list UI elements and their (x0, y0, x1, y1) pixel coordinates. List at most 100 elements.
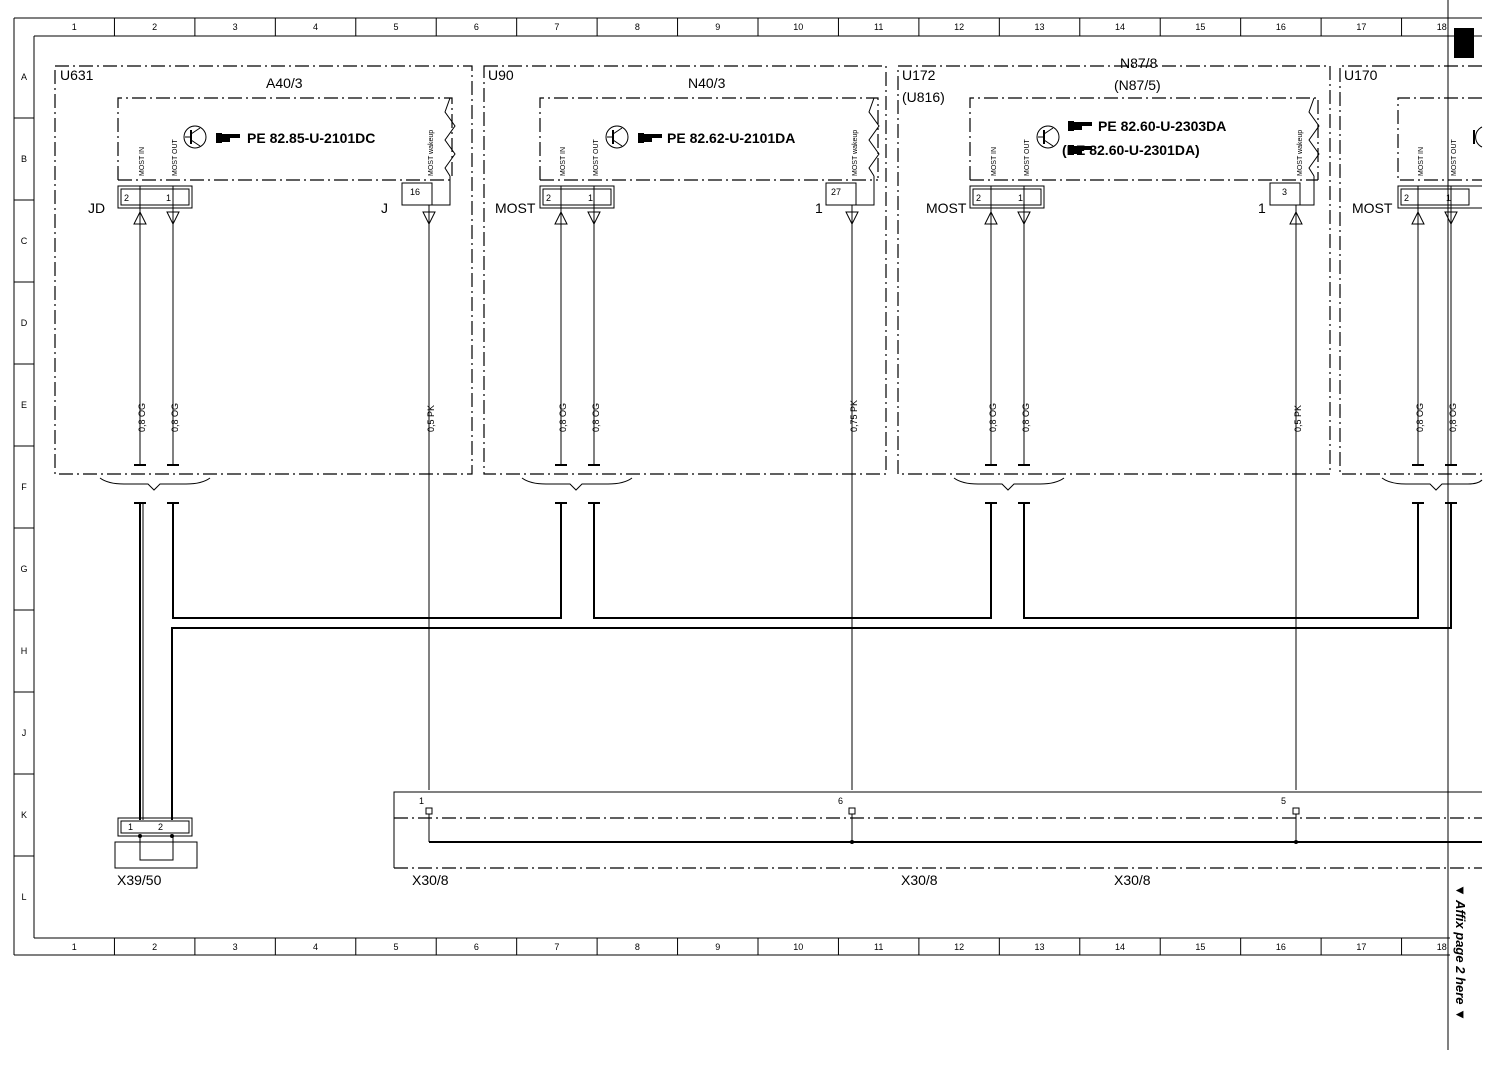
wire-spec: 0,8 OG (170, 403, 180, 432)
row-label: L (21, 892, 26, 902)
row-label: D (21, 318, 28, 328)
signal-most-out: MOST OUT (1024, 138, 1031, 176)
transistor-icon (183, 125, 207, 149)
module-ref-alt: (U816) (902, 89, 945, 105)
pe-reference: PE 82.62-U-2101DA (667, 130, 795, 146)
column-label: 16 (1276, 942, 1286, 952)
transistor-icon (605, 125, 629, 149)
most-out-arrow-icon (166, 211, 180, 226)
wire-spec: 0,5 PK (426, 405, 436, 432)
signal-most-wakeup: MOST wakeup (428, 130, 435, 176)
column-label: 3 (233, 942, 238, 952)
column-label: 15 (1195, 942, 1205, 952)
connector-ref: X30/8 (901, 872, 938, 888)
hand-pointer-icon (1068, 121, 1092, 131)
column-label: 15 (1195, 22, 1205, 32)
svg-text:2: 2 (1404, 193, 1409, 203)
wire-spec: 0,8 OG (1021, 403, 1031, 432)
wakeup-pin-box (401, 182, 433, 206)
module-box-u170 (1339, 65, 1482, 475)
wire-spec: 0,8 OG (988, 403, 998, 432)
column-label: 4 (313, 22, 318, 32)
column-label: 11 (874, 22, 883, 32)
svg-text:2: 2 (976, 193, 981, 203)
svg-text:16: 16 (410, 187, 420, 197)
signal-most-wakeup: MOST wakeup (852, 130, 859, 176)
row-label: C (21, 236, 28, 246)
component-boxes (117, 97, 1482, 181)
hand-pointer-icon (216, 133, 240, 143)
module-u90: U90 N40/3 MOST 1 PE 82.62-U-2101DA MOST … (488, 67, 880, 790)
column-label: 17 (1356, 22, 1366, 32)
module-ref: U90 (488, 67, 514, 83)
module-u631: U631 A40/3 JD J PE 82.85-U-2101DC MOST I… (60, 67, 456, 790)
wire-spec: 0,8 OG (1448, 403, 1458, 432)
most-in-arrow-icon (554, 210, 568, 225)
wakeup-arrow-icon (1289, 210, 1303, 225)
component-box-n40 (539, 97, 879, 180)
twisted-pair-brace (953, 477, 1065, 491)
wakeup-resistor-icon (444, 97, 456, 177)
svg-text:27: 27 (831, 187, 841, 197)
column-label: 12 (954, 942, 964, 952)
module-u170: U170 MOST MOST IN MOST OUT 2 1 0,8 OG 0,… (1344, 67, 1483, 504)
pe-reference-alt: (PE 82.60-U-2301DA) (1062, 142, 1200, 158)
connector-ref: X30/8 (412, 872, 449, 888)
signal-most-out: MOST OUT (1451, 138, 1458, 176)
signal-most-in: MOST IN (1418, 147, 1425, 176)
most-in-arrow-icon (984, 210, 998, 225)
column-label: 3 (233, 22, 238, 32)
column-label: 4 (313, 942, 318, 952)
signal-most-out: MOST OUT (593, 138, 600, 176)
twisted-pair-brace (1381, 477, 1483, 491)
wire-spec: 0,5 PK (1293, 405, 1303, 432)
connector-block (117, 185, 193, 209)
corner-block (1454, 28, 1474, 58)
column-label: 2 (152, 942, 157, 952)
column-label: 2 (152, 22, 157, 32)
most-out-arrow-icon (1017, 211, 1031, 226)
wire-spec: 0,8 OG (137, 403, 147, 432)
transistor-icon (1036, 125, 1060, 149)
column-label: 12 (954, 22, 964, 32)
column-label: 7 (554, 942, 559, 952)
column-label: 10 (793, 942, 803, 952)
svg-text:5: 5 (1281, 796, 1286, 806)
column-label: 8 (635, 22, 640, 32)
column-label: 10 (793, 22, 803, 32)
module-u172: U172 (U816) N87/8 (N87/5) MOST 1 PE 82.6… (902, 55, 1320, 790)
module-name: N87/8 (1120, 55, 1158, 71)
component-box-n87 (969, 97, 1319, 180)
module-ref: U172 (902, 67, 936, 83)
column-label: 5 (393, 22, 398, 32)
module-name: A40/3 (266, 75, 303, 91)
component-box-u170 (1397, 97, 1482, 181)
connector-block (539, 185, 615, 209)
column-label: 14 (1115, 22, 1125, 32)
column-label: 18 (1437, 942, 1447, 952)
hand-pointer-icon (638, 133, 662, 143)
wakeup-arrow-icon (845, 211, 859, 226)
wakeup-connector-label: 1 (1258, 200, 1266, 216)
svg-text:1: 1 (166, 193, 171, 203)
signal-most-in: MOST IN (560, 147, 567, 176)
row-label: A (21, 72, 27, 82)
wire-spec: 0,8 OG (1415, 403, 1425, 432)
signal-most-in: MOST IN (991, 147, 998, 176)
column-label: 6 (474, 22, 479, 32)
column-label: 14 (1115, 942, 1125, 952)
module-name: N40/3 (688, 75, 726, 91)
connector-label: MOST (926, 200, 967, 216)
module-boundaries (54, 65, 1482, 475)
most-out-arrow-icon (587, 211, 601, 226)
wire-spec: 0,8 OG (591, 403, 601, 432)
most-in-arrow-icon (133, 210, 147, 225)
svg-text:3: 3 (1282, 187, 1287, 197)
svg-text:1: 1 (588, 193, 593, 203)
connector-ref: X30/8 (1114, 872, 1151, 888)
column-label: 9 (715, 22, 720, 32)
wakeup-pin-box (825, 182, 857, 206)
module-ref: U631 (60, 67, 94, 83)
component-box-a40 (117, 97, 453, 180)
